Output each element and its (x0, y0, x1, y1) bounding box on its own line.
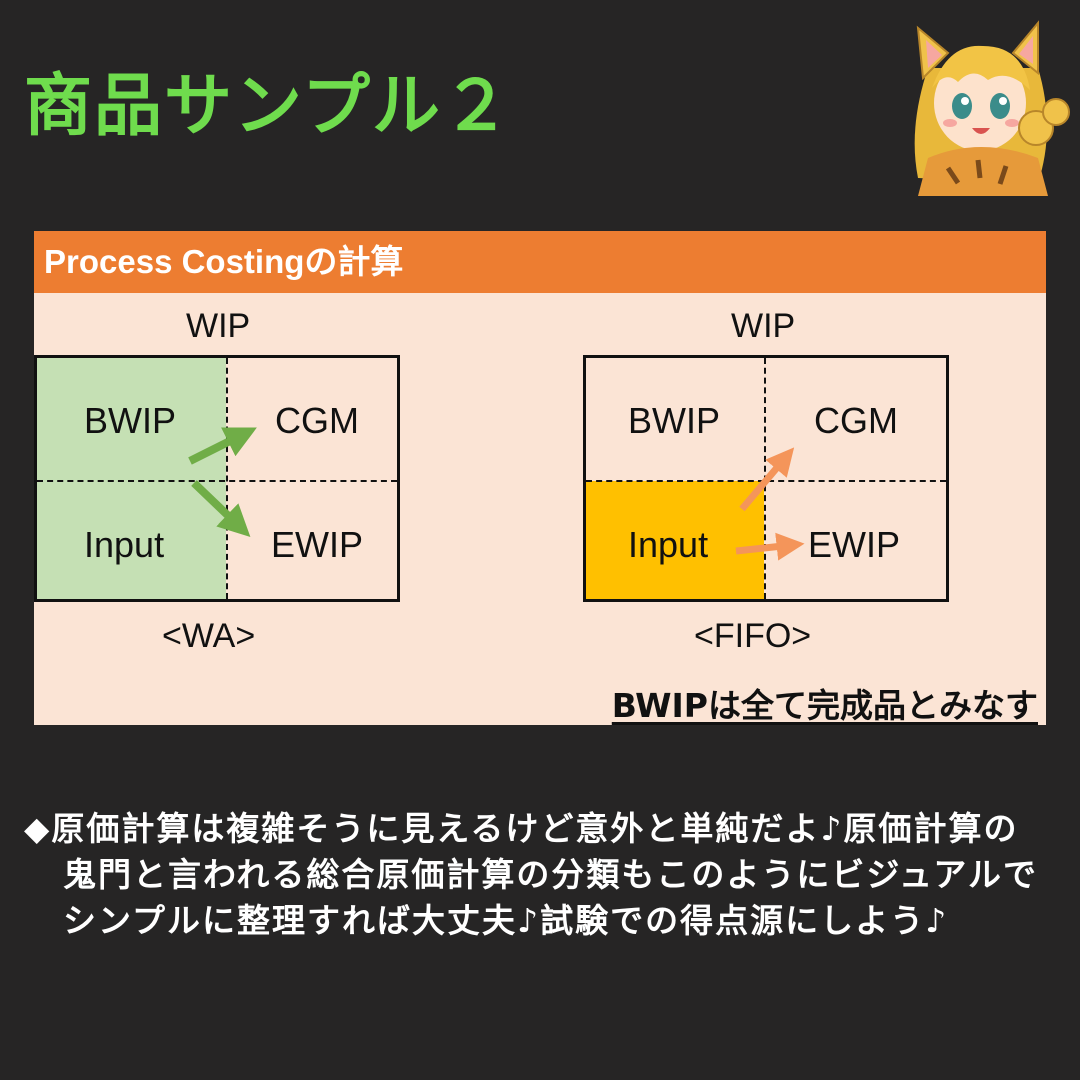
body-line: シンプルに整理すれば大丈夫♪試験での得点源にしよう♪ (63, 901, 949, 940)
fifo-cell-input: Input (628, 524, 709, 565)
wa-caption: <WA> (162, 617, 256, 655)
wa-cell-ewip: EWIP (271, 524, 364, 565)
fifo-arrow-to-ewip (735, 532, 805, 561)
body-line: ◆原価計算は複雑そうに見えるけど意外と単純だよ♪原価計算の (24, 809, 1019, 848)
wa-cell-cgm: CGM (275, 400, 359, 441)
fifo-cell-bwip: BWIP (628, 400, 721, 441)
wa-fill (37, 358, 226, 599)
flow-arrows (188, 427, 805, 561)
wa-wip-label: WIP (186, 307, 251, 345)
panel-header: Process Costingの計算 (34, 231, 1046, 293)
wa-cell-bwip: BWIP (84, 400, 177, 441)
wa-box: BWIP CGM Input EWIP (34, 355, 400, 602)
fifo-arrow-to-cgm (739, 447, 795, 512)
wa-divider-vertical (226, 358, 228, 599)
fifo-wip-label: WIP (731, 307, 796, 345)
bwip-note: BWIPは全て完成品とみなす (611, 686, 1038, 725)
body-line: 鬼門と言われる総合原価計算の分類もこのようにビジュアルで (63, 855, 1039, 894)
process-costing-panel: Process Costingの計算 WIP BWIP CGM Input EW… (34, 231, 1046, 725)
wa-arrow-to-ewip (191, 480, 251, 537)
cat-girl-mascot-icon (914, 20, 1070, 196)
fifo-box: BWIP CGM Input EWIP (583, 355, 949, 602)
fifo-caption: <FIFO> (694, 617, 812, 655)
fifo-cell-cgm: CGM (814, 400, 898, 441)
body-text: ◆原価計算は複雑そうに見えるけど意外と単純だよ♪原価計算の 鬼門と言われる総合原… (24, 806, 1064, 944)
wa-cell-input: Input (84, 524, 165, 565)
wa-divider-horizontal (37, 480, 397, 482)
fifo-cell-ewip: EWIP (808, 524, 901, 565)
fifo-fill (586, 481, 764, 599)
page-title: 商品サンプル２ (24, 67, 512, 146)
wa-arrow-to-cgm (188, 427, 257, 465)
